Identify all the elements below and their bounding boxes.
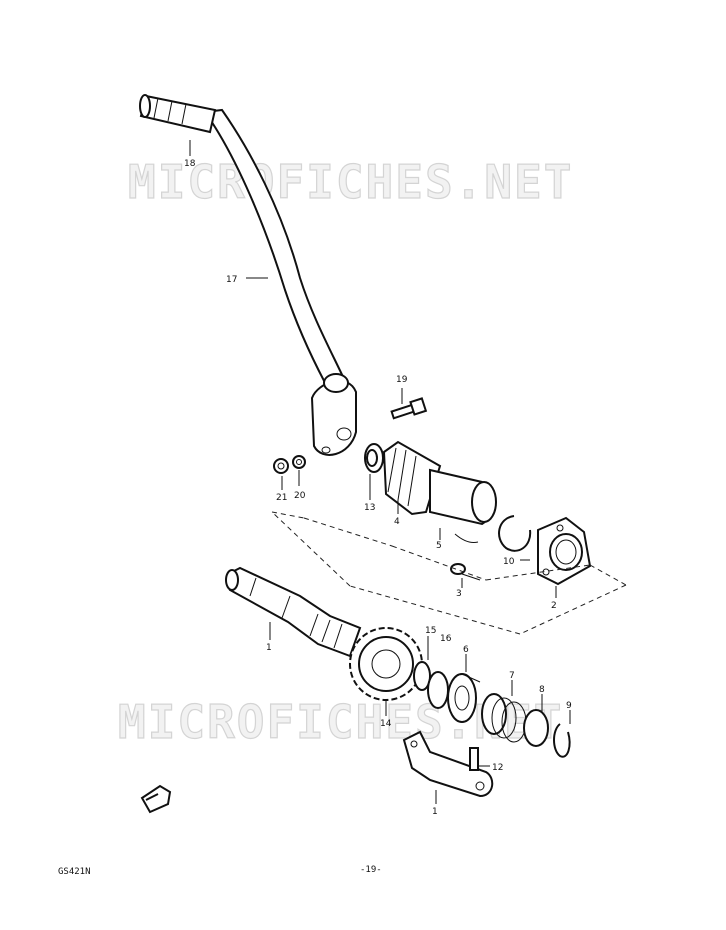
stopper-plate [402,730,494,798]
label-18: 18 [184,159,196,169]
label-1-plate: 1 [432,807,438,817]
part-number-labels: 18 17 19 21 20 13 4 5 10 3 2 1 15 16 6 7… [184,159,572,817]
label-17: 17 [226,275,237,285]
lever-grip [139,94,217,134]
kick-shaft-assembly [364,440,497,543]
label-1-shaft: 1 [266,643,272,653]
label-8: 8 [539,685,545,695]
label-9: 9 [566,701,572,711]
label-19: 19 [396,375,408,385]
label-14: 14 [380,719,392,729]
kick-gear [349,627,423,701]
label-13: 13 [364,503,375,513]
label-5: 5 [436,541,442,551]
leader-lines [189,140,571,804]
label-20: 20 [294,491,306,501]
label-10: 10 [503,557,515,567]
nut-and-washer [273,455,306,474]
label-6: 6 [463,645,469,655]
label-15: 15 [425,626,436,636]
kick-lever [203,108,357,456]
assembly-outline [271,511,627,635]
circlip-10 [498,515,532,552]
page-number: -19- [360,865,382,875]
label-3: 3 [456,589,462,599]
label-12: 12 [492,763,503,773]
label-21: 21 [276,493,287,503]
bolt [390,397,428,420]
label-2: 2 [551,601,557,611]
label-16: 16 [440,634,452,644]
label-7: 7 [509,671,515,681]
ratchet-6 [447,673,481,723]
washer-8 [523,709,549,747]
model-code: GS421N [58,867,91,877]
screw-3 [450,563,481,581]
circlip-9 [553,723,571,758]
kick-starter-shaft [225,566,362,658]
shaft-guide [537,516,592,586]
label-4: 4 [394,517,400,527]
spring-7 [481,693,527,743]
front-arrow-icon [140,784,172,814]
watermark-top: MICROFICHES.NET [128,155,573,209]
